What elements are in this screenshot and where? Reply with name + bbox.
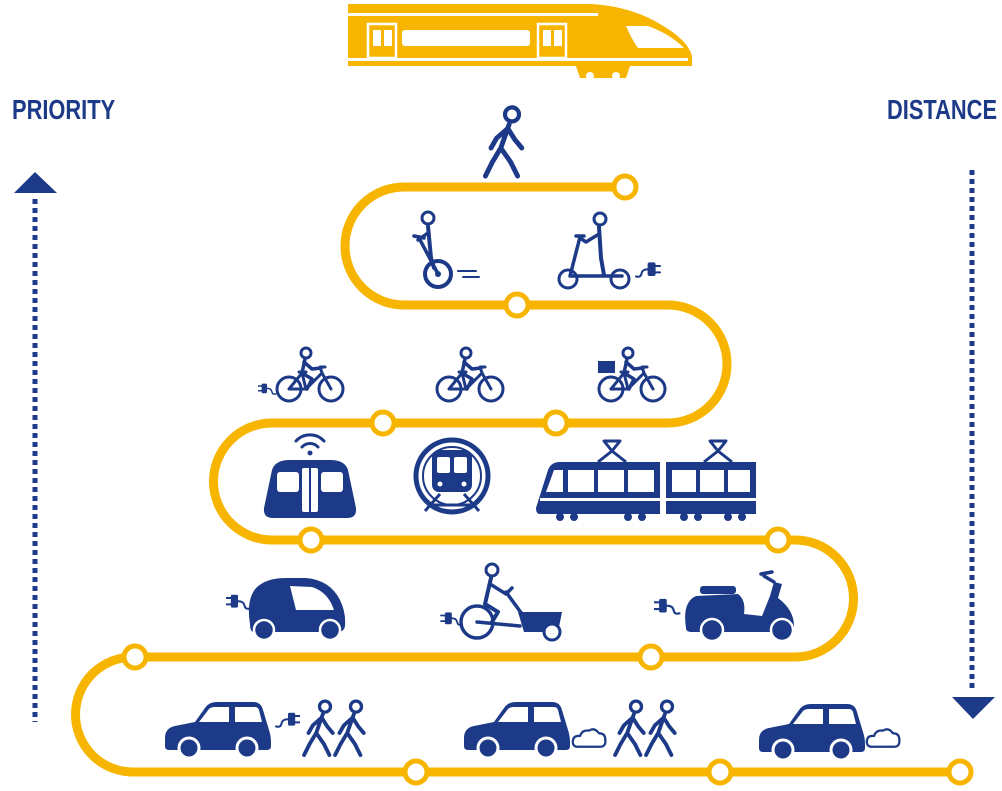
metro-icon <box>413 437 491 515</box>
plug-icon <box>257 382 277 395</box>
plug-icon <box>652 597 681 615</box>
cargo-bicycle-icon <box>597 346 667 403</box>
electric-car-icon <box>163 700 273 760</box>
path-stop <box>946 758 974 786</box>
car-icon <box>462 700 572 760</box>
path-stop <box>764 526 792 554</box>
cargo-box <box>598 361 615 373</box>
priority-label: PRIORITY <box>12 94 116 125</box>
electric-moped-icon <box>652 570 795 643</box>
electric-car-group <box>163 699 366 760</box>
electric-kick-scooter-icon <box>557 211 662 290</box>
tram-icon <box>536 439 756 521</box>
plug-icon <box>274 711 302 728</box>
carpool-pedestrians-icon <box>302 699 366 757</box>
car-icon <box>757 702 867 762</box>
wifi-icon <box>294 433 326 456</box>
car-group <box>757 702 901 762</box>
carpool-pedestrians-icon <box>613 699 677 757</box>
car-carpool-group <box>462 699 677 760</box>
plug-icon <box>440 611 463 626</box>
cable-car-icon <box>263 433 357 518</box>
distance-label: DISTANCE <box>887 94 998 125</box>
pedestrian-icon <box>485 107 521 176</box>
high-speed-train-icon <box>348 4 692 80</box>
mobility-path <box>71 182 965 777</box>
path-stop <box>297 526 325 554</box>
path-stop <box>121 643 149 671</box>
path-stops <box>121 173 974 786</box>
path-stop <box>402 758 430 786</box>
path-stop <box>369 409 397 437</box>
electric-cargo-trike-icon <box>440 562 562 642</box>
electric-bicycle-icon <box>257 346 345 403</box>
path-stop <box>706 758 734 786</box>
distance-down-arrow-icon <box>952 170 995 719</box>
exhaust-cloud-icon <box>865 728 901 748</box>
path-stop <box>503 291 531 319</box>
path-stop <box>542 409 570 437</box>
path-stop <box>637 643 665 671</box>
path-stop <box>611 173 639 201</box>
priority-up-arrow-icon <box>14 172 57 722</box>
electric-microcar-icon <box>224 578 346 642</box>
exhaust-cloud-icon <box>571 728 607 748</box>
bicycle-icon <box>435 346 505 403</box>
plug-icon <box>634 261 662 278</box>
plug-icon <box>224 593 252 610</box>
segway-icon <box>412 210 480 289</box>
